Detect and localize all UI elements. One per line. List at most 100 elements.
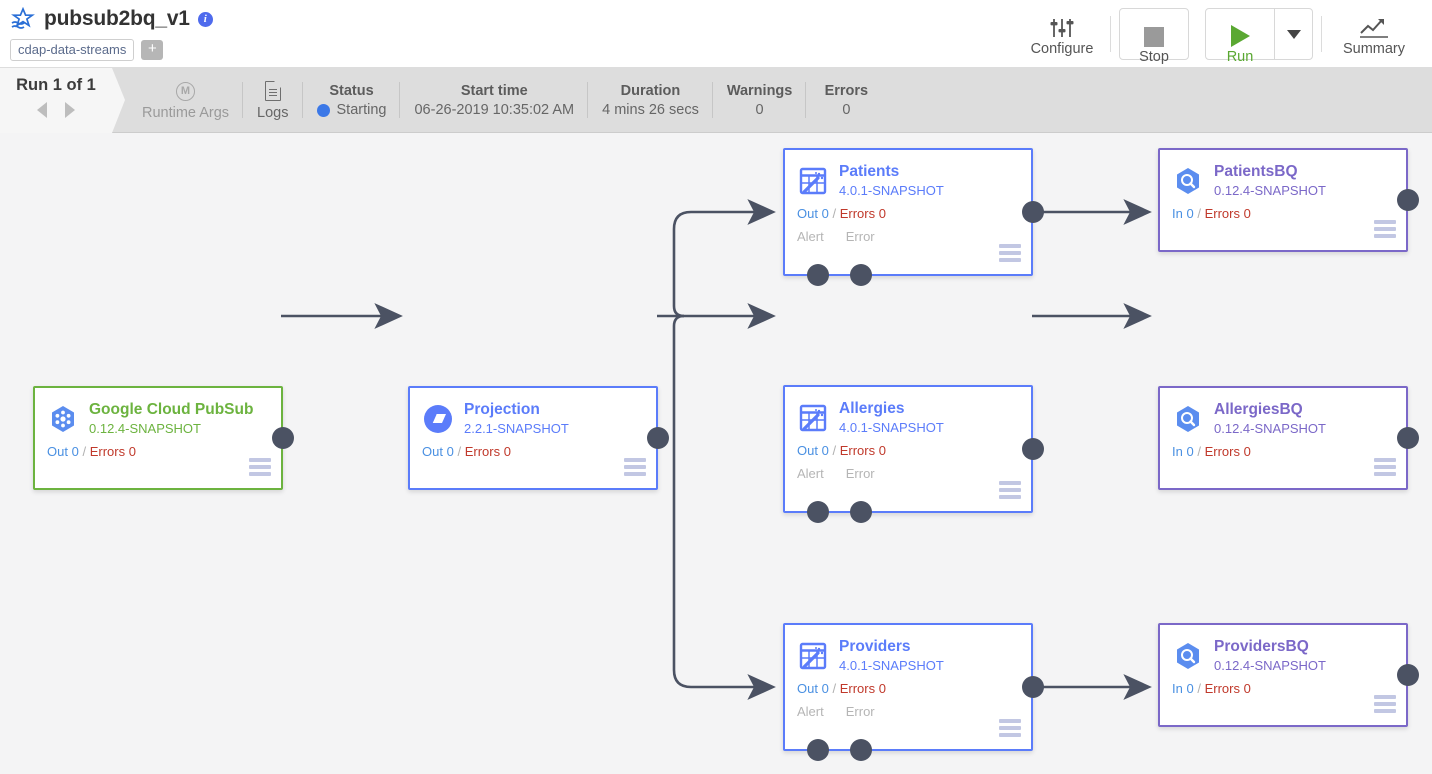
runtime-args-label: Runtime Args (142, 105, 230, 121)
node-menu-icon[interactable] (1374, 695, 1396, 716)
status-badge (316, 103, 330, 117)
node-patientsbq[interactable]: PatientsBQ 0.12.4-SNAPSHOT In 0 / Errors… (1158, 148, 1419, 252)
node-allergies[interactable]: Allergies 4.0.1-SNAPSHOT Out 0 / Errors … (783, 385, 1044, 523)
metric-label: Out (797, 206, 818, 221)
pipeline-logo-icon (10, 6, 36, 31)
node-projection[interactable]: Projection 2.2.1-SNAPSHOT Out 0 / Errors… (408, 386, 669, 490)
errors-value: 0 (1243, 444, 1251, 459)
warnings-cell: Warnings 0 (713, 68, 807, 133)
errors-label: Errors (839, 681, 876, 696)
alert-port[interactable] (807, 739, 829, 761)
google-cloud-pubsub-icon (47, 403, 79, 435)
output-port[interactable] (1397, 427, 1419, 449)
node-providers[interactable]: Providers 4.0.1-SNAPSHOT Out 0 / Errors … (783, 623, 1044, 761)
pipeline-toolbar: Configure Stop Run (1014, 0, 1432, 68)
chevron-left-icon[interactable] (37, 102, 47, 118)
node-version: 0.12.4-SNAPSHOT (89, 420, 201, 436)
node-menu-icon[interactable] (624, 458, 646, 479)
alert-port[interactable] (807, 501, 829, 523)
errors-value: 0 (842, 102, 851, 118)
error-port[interactable] (850, 739, 872, 761)
runtime-args-button[interactable]: M Runtime Args (128, 68, 244, 133)
errors-value: 0 (878, 443, 886, 458)
node-title: Google Cloud PubSub (89, 400, 254, 418)
errors-value: 0 (128, 444, 136, 459)
node-metrics: Out 0 / Errors 0 (422, 444, 511, 459)
node-port-labels: Alert Error (785, 696, 1031, 719)
configure-button[interactable]: Configure (1014, 1, 1110, 67)
node-allergiesbq[interactable]: AllergiesBQ 0.12.4-SNAPSHOT In 0 / Error… (1158, 386, 1419, 490)
start-time-head: Start time (460, 83, 528, 99)
node-menu-icon[interactable] (999, 481, 1021, 502)
node-providersbq[interactable]: ProvidersBQ 0.12.4-SNAPSHOT In 0 / Error… (1158, 623, 1419, 727)
summary-label: Summary (1342, 41, 1406, 57)
toolbar-divider (1110, 16, 1111, 52)
alert-port[interactable] (807, 264, 829, 286)
pipeline-tag[interactable]: cdap-data-streams (10, 39, 135, 61)
run-dropdown-button[interactable] (1274, 9, 1312, 59)
errors-value: 0 (1243, 681, 1251, 696)
summary-button[interactable]: Summary (1322, 1, 1426, 67)
page-title: pubsub2bq_v1 (44, 7, 190, 30)
node-title: Allergies (839, 399, 905, 417)
metric-label: Out (47, 444, 68, 459)
node-title: Projection (464, 400, 540, 418)
node-pubsub[interactable]: Google Cloud PubSub 0.12.4-SNAPSHOT Out … (33, 386, 294, 490)
metric-value: 0 (821, 443, 829, 458)
start-time-value: 06-26-2019 10:35:02 AM (414, 102, 575, 118)
alert-port-label: Alert (797, 229, 824, 244)
alert-port-label: Alert (797, 704, 824, 719)
error-port-label: Error (845, 466, 875, 481)
node-version: 0.12.4-SNAPSHOT (1214, 420, 1326, 436)
add-tag-button[interactable]: + (141, 40, 164, 60)
pipeline-canvas[interactable]: Google Cloud PubSub 0.12.4-SNAPSHOT Out … (0, 134, 1432, 774)
metric-label: In (1172, 444, 1183, 459)
run-status-bar: Run 1 of 1 M Runtime Args Logs Status (0, 68, 1432, 133)
errors-label: Errors (464, 444, 501, 459)
chevron-right-icon[interactable] (65, 102, 75, 118)
logs-button[interactable]: Logs (243, 68, 303, 133)
output-port[interactable] (1397, 189, 1419, 211)
play-triangle-icon (1230, 19, 1250, 47)
error-port-label: Error (845, 704, 875, 719)
output-port[interactable] (1022, 676, 1044, 698)
output-port[interactable] (647, 427, 669, 449)
projection-icon (422, 403, 454, 435)
node-title: Providers (839, 637, 911, 655)
node-menu-icon[interactable] (1374, 458, 1396, 479)
output-port[interactable] (1397, 664, 1419, 686)
run-counter: Run 1 of 1 (16, 76, 96, 94)
start-time-cell: Start time 06-26-2019 10:35:02 AM (400, 68, 588, 133)
wrangler-icon (797, 165, 829, 197)
node-menu-icon[interactable] (1374, 220, 1396, 241)
node-title: ProvidersBQ (1214, 637, 1309, 655)
errors-label: Errors (1204, 206, 1240, 221)
node-menu-icon[interactable] (999, 719, 1021, 740)
configure-label: Configure (1030, 41, 1094, 57)
node-version: 0.12.4-SNAPSHOT (1214, 657, 1326, 673)
error-port[interactable] (850, 501, 872, 523)
info-icon[interactable]: i (197, 11, 213, 27)
errors-value: 0 (503, 444, 511, 459)
output-port[interactable] (272, 427, 294, 449)
output-port[interactable] (1022, 201, 1044, 223)
stop-button[interactable]: Stop (1119, 8, 1189, 65)
errors-label: Errors (839, 443, 876, 458)
logs-label: Logs (257, 105, 289, 121)
node-patients[interactable]: Patients 4.0.1-SNAPSHOT Out 0 / Errors 0… (783, 148, 1044, 286)
node-metrics: In 0 / Errors 0 (1172, 206, 1251, 221)
run-button[interactable]: Run (1206, 9, 1274, 75)
node-menu-icon[interactable] (249, 458, 271, 479)
output-port[interactable] (1022, 438, 1044, 460)
metric-label: Out (422, 444, 443, 459)
errors-label: Errors (839, 206, 876, 221)
bigquery-icon (1172, 640, 1204, 672)
error-port-label: Error (845, 229, 875, 244)
stop-square-icon (1144, 19, 1164, 47)
metric-label: Out (797, 443, 818, 458)
node-version: 4.0.1-SNAPSHOT (839, 419, 944, 435)
node-metrics: Out 0 / Errors 0 (47, 444, 136, 459)
node-menu-icon[interactable] (999, 244, 1021, 265)
error-port[interactable] (850, 264, 872, 286)
